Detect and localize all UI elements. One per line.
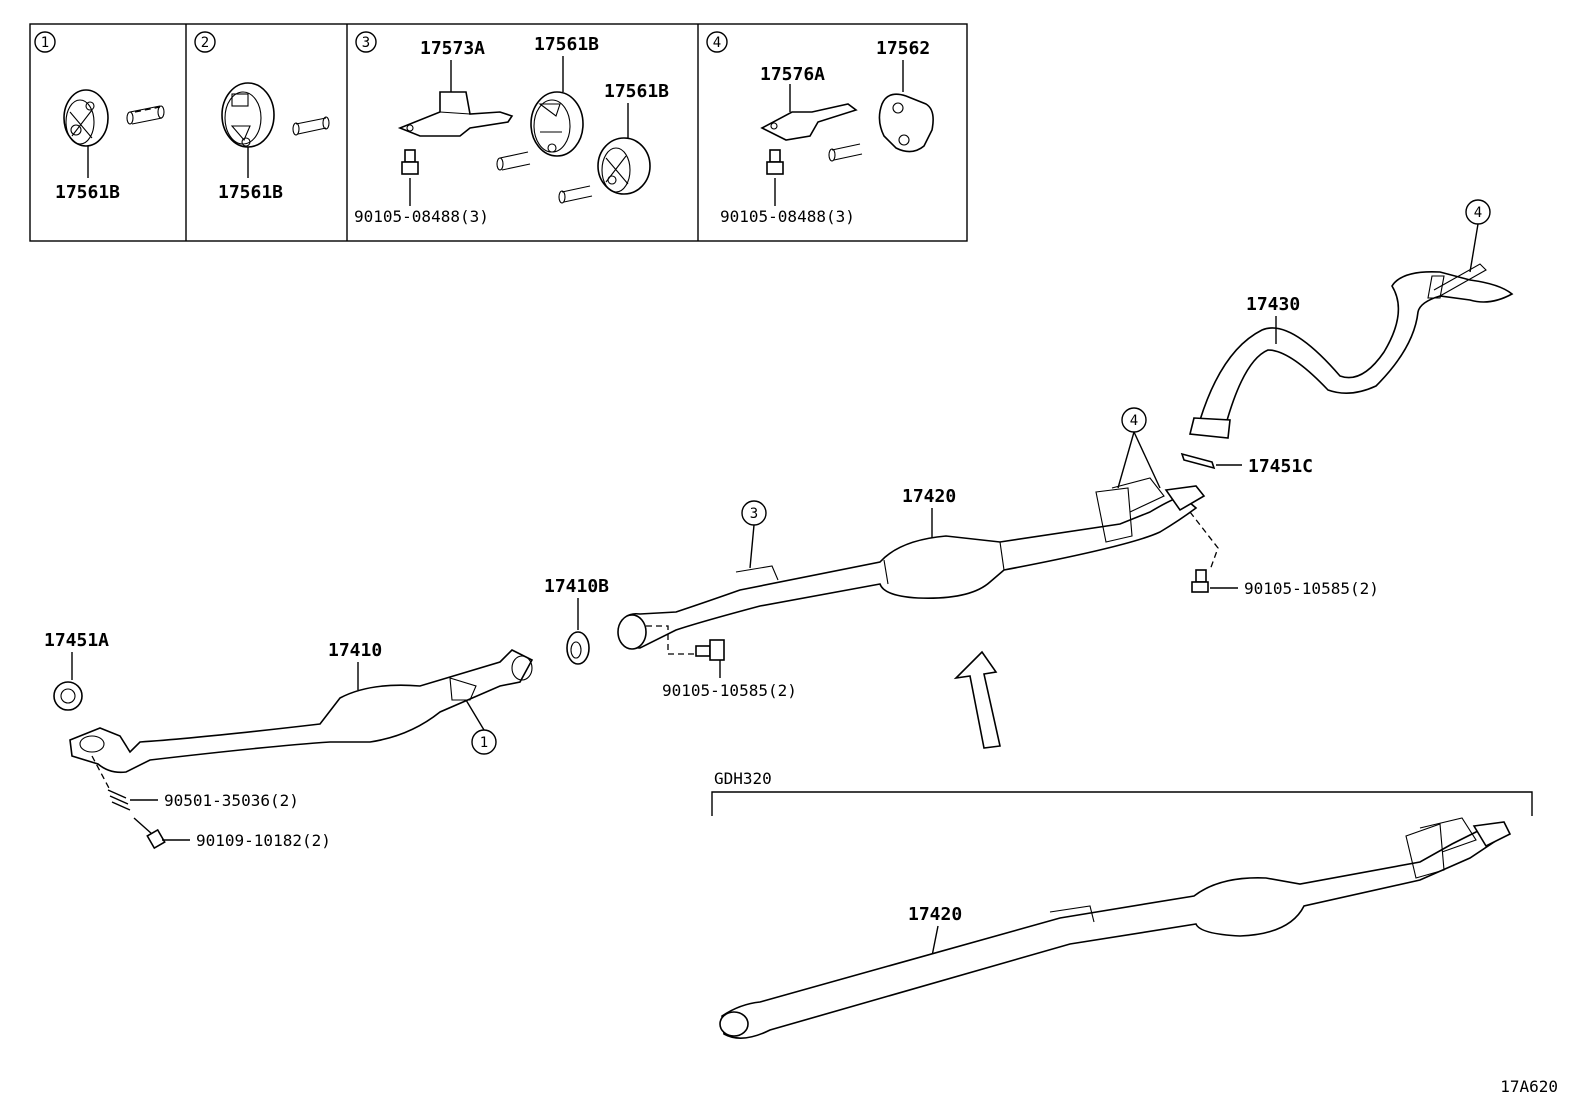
hanger-pin-icon [828,143,863,162]
label-90105-right: 90105-10585(2) [1244,579,1379,598]
label-90501: 90501-35036(2) [164,791,299,810]
rubber-hanger-icon [878,93,934,153]
hanger-pin-icon [126,105,165,125]
label-17430: 17430 [1246,294,1300,315]
variant-label: GDH320 [714,769,772,788]
rubber-hanger-icon [63,89,109,147]
hanger-pin-icon [292,116,330,136]
bolt-icon [401,149,419,175]
callout-1: 1 [480,735,488,751]
inset-2-circle [194,31,216,53]
direction-arrow-icon [953,650,1001,749]
inset-1-number: 1 [41,35,49,51]
inset-1: 1 17561B [34,31,165,203]
label-17410: 17410 [328,640,382,661]
front-pipe [69,649,534,774]
bracket-icon [397,91,514,137]
inset-3: 3 17573A 17561B 17561B 90105-08488(3) [354,31,669,226]
spring-icon [107,789,131,811]
inset-4-circle [706,31,728,53]
bolt-icon [766,149,784,175]
callout-4-top: 4 [1474,205,1482,221]
bolt-icon [1191,569,1209,593]
label-17451A: 17451A [44,630,109,651]
inset-3-circle [355,31,377,53]
gasket-ring-icon [566,631,590,665]
label-17420: 17420 [902,486,956,507]
bracket-icon [760,103,858,141]
inset-4-number: 4 [713,35,721,51]
inset-3-number: 3 [362,35,370,51]
inset-4-label-hanger: 17562 [876,38,930,59]
tail-pipe [1189,263,1514,439]
rubber-hanger-icon [597,137,651,195]
hanger-pin-icon [496,151,593,204]
inset-2-number: 2 [201,35,209,51]
bolt-icon [695,639,725,661]
inset-3-label-hanger-b: 17561B [604,81,669,102]
inset-2-label: 17561B [218,182,283,203]
variant-bracket [711,791,1533,816]
inset-4-label-bracket: 17576A [760,64,825,85]
label-17451C: 17451C [1248,456,1313,477]
inset-3-label-bracket: 17573A [420,38,485,59]
inset-3-label-bolt: 90105-08488(3) [354,207,489,226]
rubber-hanger-icon [530,91,584,157]
gasket-ring-icon [53,681,83,711]
center-pipe-variant [719,817,1512,1039]
bolt-icon [133,817,166,850]
diagram-code: 17A620 [1500,1077,1558,1096]
inset-4: 4 17576A 17562 90105-08488(3) [706,31,934,226]
inset-1-circle [34,31,56,53]
inset-4-label-bolt: 90105-08488(3) [720,207,855,226]
center-pipe [617,477,1206,650]
inset-3-label-hanger-a: 17561B [534,34,599,55]
rubber-hanger-icon [221,82,275,148]
label-17420-variant: 17420 [908,904,962,925]
label-90105-mid: 90105-10585(2) [662,681,797,700]
callout-4-mid: 4 [1130,413,1138,429]
inset-panel [29,23,968,242]
inset-2: 2 17561B [194,31,330,203]
label-90109: 90109-10182(2) [196,831,331,850]
inset-1-label: 17561B [55,182,120,203]
gasket-icon [1180,452,1216,470]
callout-3: 3 [750,506,758,522]
label-17410B: 17410B [544,576,609,597]
